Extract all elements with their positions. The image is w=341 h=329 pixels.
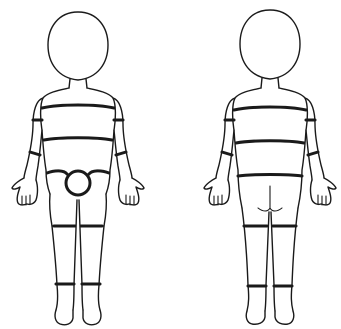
back-right-foot (275, 311, 294, 324)
back-left-leg (242, 208, 249, 311)
front-right-leg (98, 226, 104, 310)
front-left-elbow-band (30, 152, 40, 155)
back-head (240, 10, 300, 79)
back-shoulder-band (234, 107, 306, 110)
back-right-hand (311, 178, 337, 205)
front-right-elbow-band (116, 152, 126, 155)
front-left-fingers (22, 195, 30, 205)
front-left-hand (12, 178, 38, 205)
back-left-foot (246, 311, 265, 324)
back-left-fingers (214, 195, 222, 205)
back-waist-band (236, 141, 304, 143)
back-figure (204, 10, 336, 324)
front-left-foot (55, 310, 73, 325)
front-right-leg-inner (79, 200, 83, 310)
front-left-leg (52, 226, 58, 310)
front-hip-band-right (89, 171, 109, 174)
front-head (48, 12, 108, 80)
front-hip-band (47, 171, 67, 174)
front-chest-band (42, 105, 114, 108)
front-left-leg-inner (73, 200, 77, 310)
front-right-fingers (126, 195, 134, 205)
front-groin-circle (66, 171, 90, 195)
back-buttocks (258, 186, 282, 211)
back-right-elbow-band (308, 152, 318, 155)
back-hip-band (238, 175, 302, 177)
front-right-hand (119, 178, 145, 205)
back-left-elbow-band (222, 152, 232, 155)
front-figure (12, 12, 144, 325)
back-right-fingers (318, 195, 326, 205)
front-hips (50, 194, 107, 226)
back-right-leg (291, 208, 298, 311)
front-right-foot (83, 310, 101, 325)
front-waist-band (44, 138, 112, 140)
back-left-hand (204, 178, 230, 205)
